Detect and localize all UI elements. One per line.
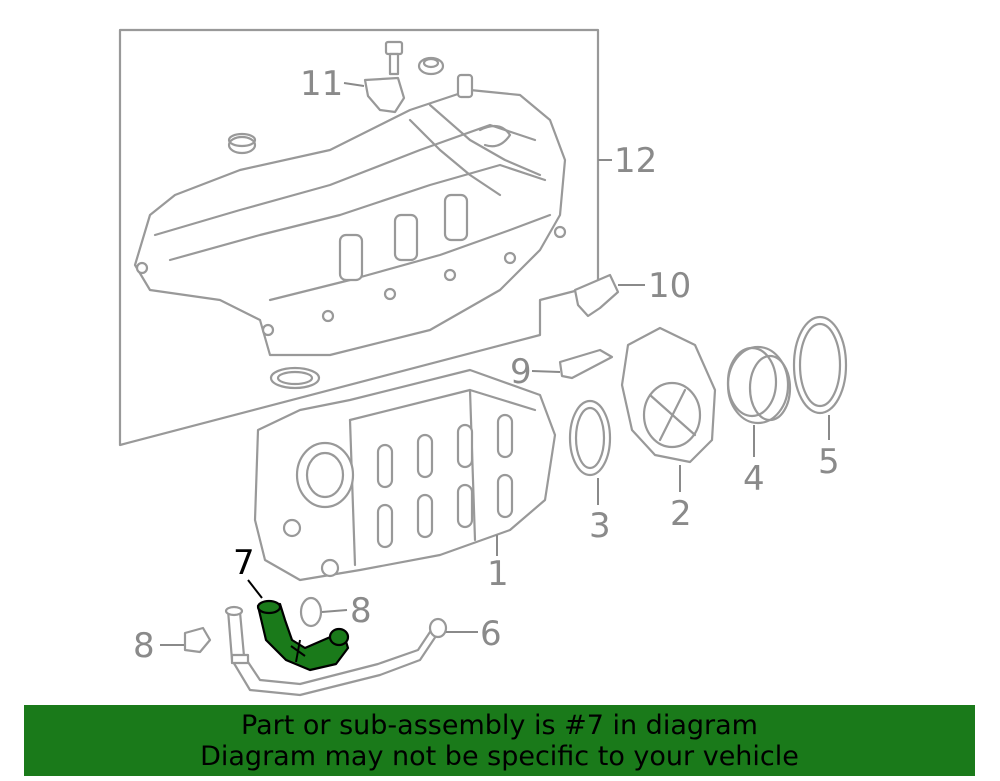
callout-2: 2	[670, 494, 692, 534]
callout-7: 7	[233, 543, 255, 583]
bolt-part	[384, 40, 404, 76]
callout-10: 10	[648, 266, 691, 306]
leader-lines	[160, 82, 830, 646]
charge-air-cooler-part	[253, 368, 557, 582]
callout-11: 11	[300, 64, 343, 104]
coolant-pipe-6-part	[224, 605, 448, 697]
seal-ring-4-part	[726, 345, 792, 425]
callout-3: 3	[589, 506, 611, 546]
banner-line-1: Part or sub-assembly is #7 in diagram	[241, 710, 758, 741]
clamp-ring-5-part	[792, 315, 848, 415]
callout-8-left: 8	[133, 626, 155, 666]
fitting-8-right-part	[299, 596, 323, 628]
callout-1: 1	[487, 554, 509, 594]
assembly-group-outline	[118, 28, 600, 447]
callout-4: 4	[743, 459, 765, 499]
callout-8-right: 8	[350, 591, 372, 631]
info-banner: Part or sub-assembly is #7 in diagram Di…	[24, 705, 975, 776]
sensor-10-part	[573, 273, 620, 318]
grommet-part	[417, 56, 445, 76]
sensor-9-part	[558, 348, 614, 380]
callout-6: 6	[480, 614, 502, 654]
intake-manifold-part	[133, 73, 567, 357]
callout-9: 9	[510, 352, 532, 392]
bracket-11-part	[363, 76, 406, 114]
gasket-3-part	[568, 399, 612, 477]
banner-line-2: Diagram may not be specific to your vehi…	[200, 741, 799, 772]
callout-5: 5	[818, 442, 840, 482]
throttle-body-part	[620, 326, 717, 464]
fitting-8-left-part	[183, 626, 212, 654]
hose-7-highlighted-part	[256, 599, 350, 672]
callout-12: 12	[614, 141, 657, 181]
